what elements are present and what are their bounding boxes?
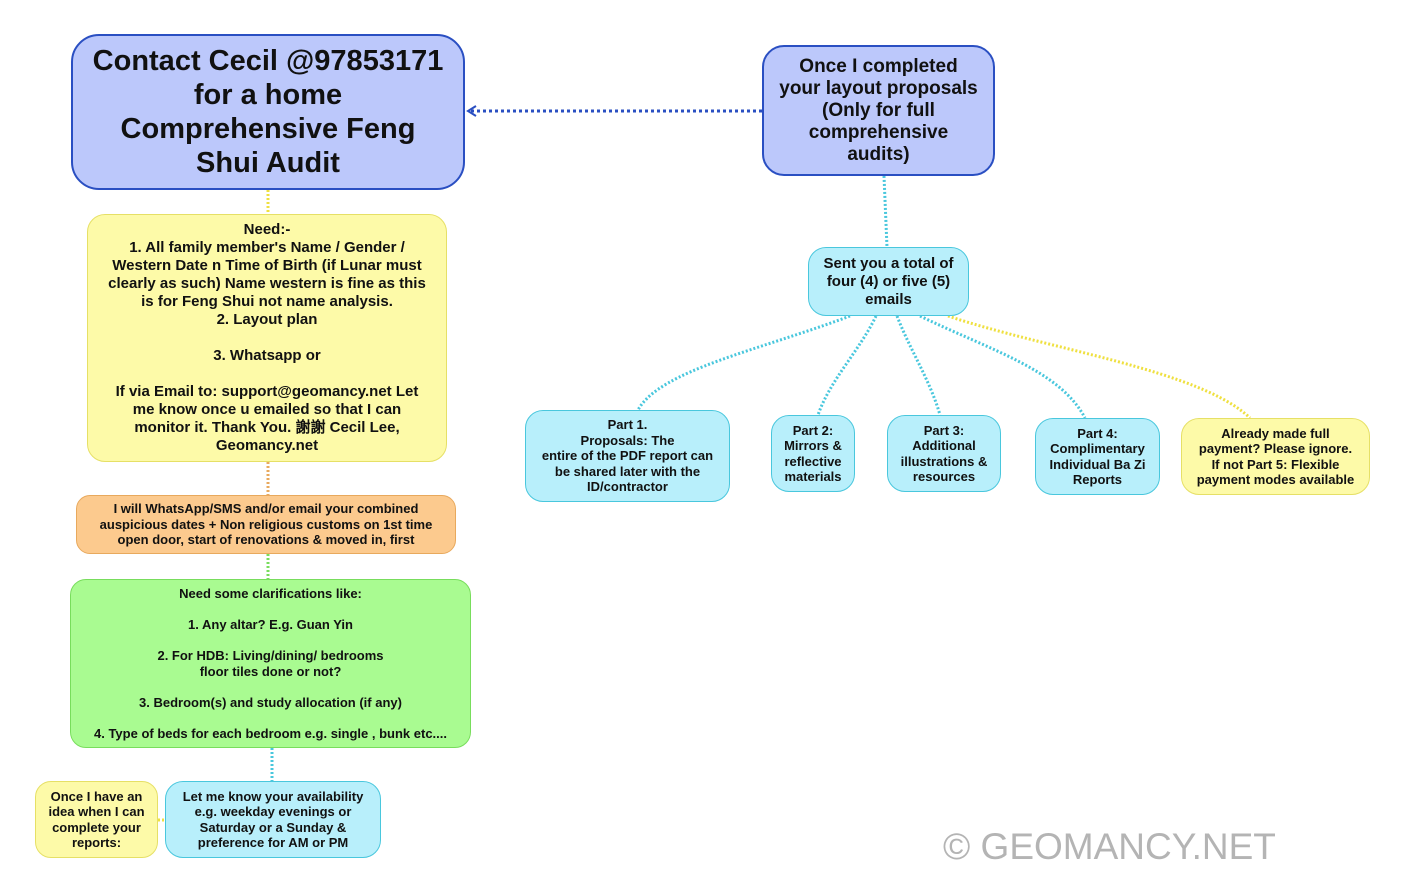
link-sent-part1 [636,314,851,411]
arrowhead-icon [466,105,477,117]
node-part5-payment: Already made full payment? Please ignore… [1181,418,1370,495]
link-sent-part5 [947,314,1252,420]
link-sent-part3 [895,315,942,416]
node-part4: Part 4: Complimentary Individual Ba Zi R… [1035,418,1160,495]
watermark: © GEOMANCY.NET [943,826,1276,867]
link-completed-sent [882,175,889,248]
node-once-idea: Once I have an idea when I can complete … [35,781,158,858]
node-part1: Part 1. Proposals: The entire of the PDF… [525,410,730,502]
node-availability: Let me know your availability e.g. weekd… [165,781,381,858]
node-part2: Part 2: Mirrors & reflective materials [771,415,855,492]
node-need-info: Need:- 1. All family member's Name / Gen… [87,214,447,462]
node-sent-emails: Sent you a total of four (4) or five (5)… [808,247,969,316]
link-sent-part4 [919,314,1087,419]
node-contact-cecil: Contact Cecil @97853171 for a home Compr… [71,34,465,190]
link-sent-part2 [816,315,878,416]
node-part3: Part 3: Additional illustrations & resou… [887,415,1001,492]
node-clarifications: Need some clarifications like: 1. Any al… [70,579,471,748]
node-whatsapp-dates: I will WhatsApp/SMS and/or email your co… [76,495,456,554]
node-completed-proposals: Once I completed your layout proposals (… [762,45,995,176]
